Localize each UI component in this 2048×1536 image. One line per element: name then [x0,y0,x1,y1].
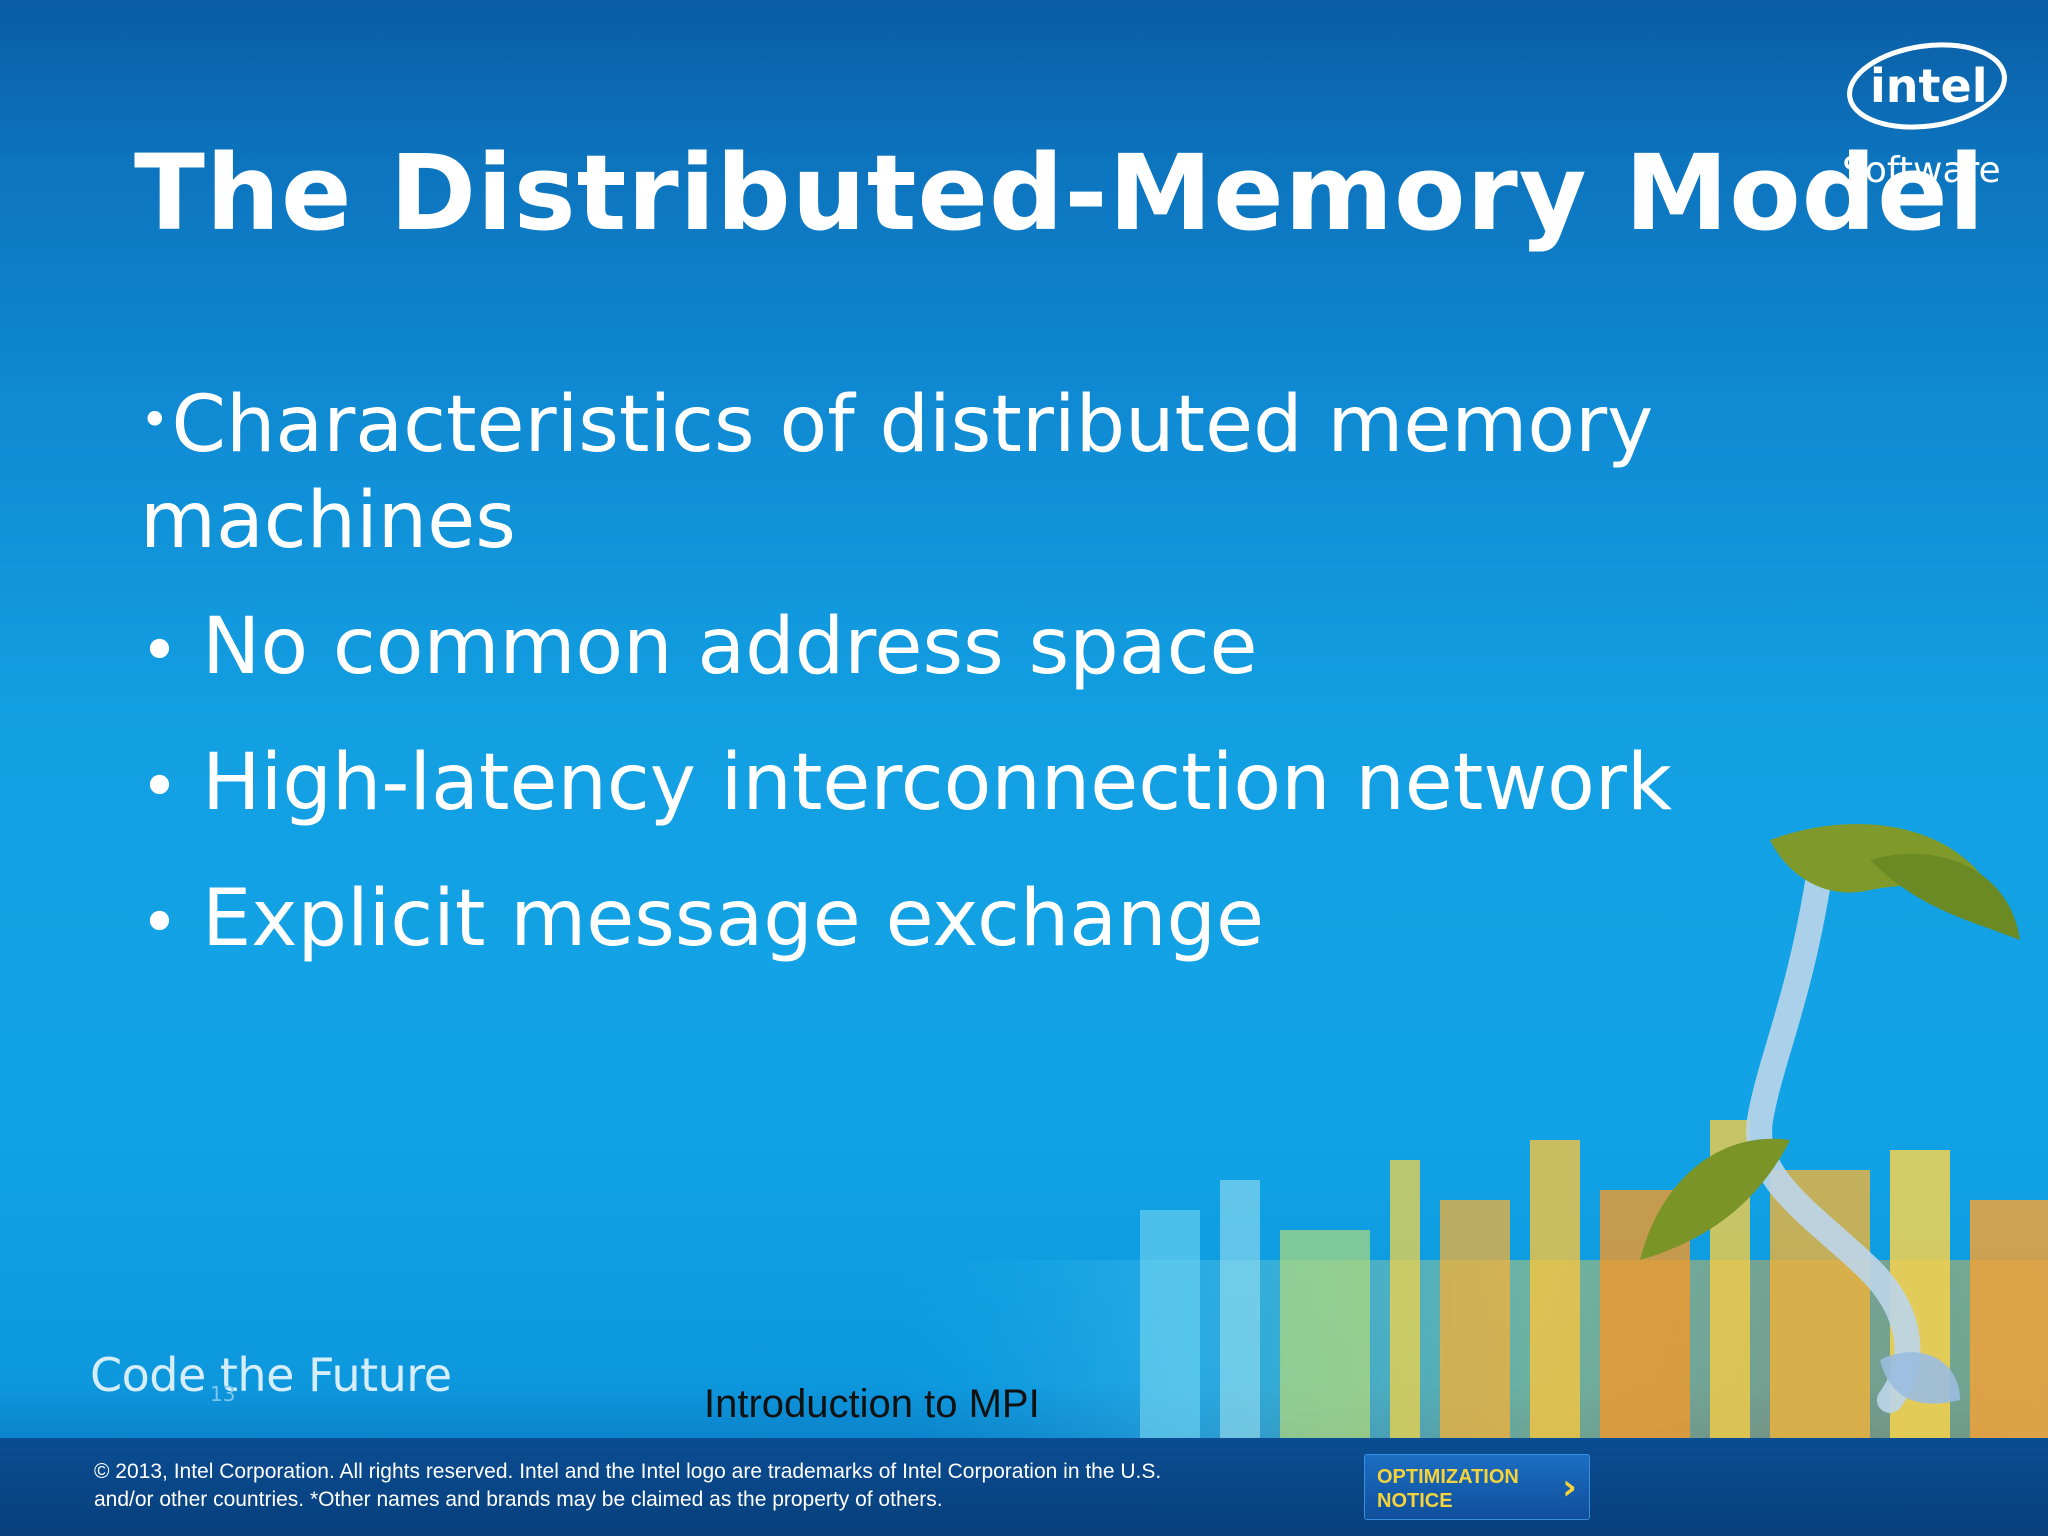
code-the-future-tagline: Code the Future [90,1348,452,1402]
intel-logo: intel [1847,42,2007,130]
optimization-label-line: NOTICE [1377,1490,1453,1512]
bullet-item: • No common address space [140,599,1740,699]
bullet-marker: • [140,391,170,449]
bullet-marker: • [140,884,179,961]
intel-logo-wordmark: intel [1870,59,1987,113]
bullet-item: • Explicit message exchange [140,871,1740,971]
bullet-item: •Characteristics of distributed memory m… [140,372,1740,569]
page-number: 13 [210,1382,236,1406]
slide-caption: Introduction to MPI [704,1382,1040,1426]
bullet-text: Explicit message exchange [202,874,1265,964]
copyright-line: © 2013, Intel Corporation. All rights re… [94,1460,1162,1483]
copyright-notice: © 2013, Intel Corporation. All rights re… [94,1458,1334,1514]
optimization-label-line: OPTIMIZATION [1377,1466,1519,1488]
bullet-item: • High-latency interconnection network [140,735,1740,835]
optimization-notice-button[interactable]: OPTIMIZATION NOTICE › [1364,1454,1590,1520]
bullet-marker: • [140,612,179,689]
footer-bar: © 2013, Intel Corporation. All rights re… [0,1438,2048,1536]
copyright-line: and/or other countries. *Other names and… [94,1488,943,1511]
bullet-text: No common address space [202,602,1258,692]
bullet-list: •Characteristics of distributed memory m… [140,372,1740,1007]
bullet-text: Characteristics of distributed memory ma… [140,380,1654,566]
chip-city-artwork [900,1120,2048,1440]
slide-title: The Distributed-Memory Model [134,132,1986,254]
bullet-text: High-latency interconnection network [202,738,1673,828]
chevron-right-icon: › [1562,1467,1577,1508]
sprout-artwork [1640,824,2020,1413]
optimization-notice-label: OPTIMIZATION NOTICE [1377,1465,1537,1513]
intel-software-label: Software [1842,150,2001,191]
bullet-marker: • [140,748,179,825]
